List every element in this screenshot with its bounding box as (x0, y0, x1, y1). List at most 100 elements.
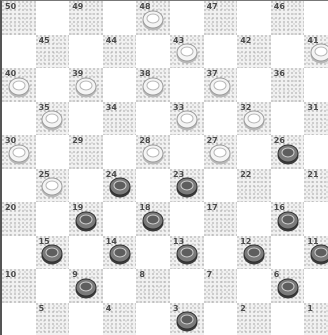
square-number: 50 (5, 2, 16, 12)
board-square[interactable]: 5 (36, 303, 70, 335)
board-square[interactable]: 32 (237, 102, 271, 136)
board-square[interactable]: 29 (69, 135, 103, 169)
board-square[interactable]: 34 (103, 102, 137, 136)
board-square-light (136, 303, 170, 335)
board-square[interactable]: 47 (204, 1, 238, 35)
board-square[interactable]: 50 (2, 1, 36, 35)
board-square[interactable]: 7 (204, 269, 238, 303)
white-piece[interactable] (243, 111, 264, 129)
board-square[interactable]: 36 (271, 68, 305, 102)
black-piece[interactable] (75, 278, 96, 296)
square-number: 8 (139, 270, 145, 280)
board-square[interactable]: 10 (2, 269, 36, 303)
white-piece[interactable] (8, 144, 29, 162)
board-square[interactable]: 13 (170, 236, 204, 270)
board-square-light (2, 236, 36, 270)
black-piece[interactable] (243, 245, 264, 263)
black-piece[interactable] (176, 245, 197, 263)
board-square[interactable]: 18 (136, 202, 170, 236)
black-piece[interactable] (143, 211, 164, 229)
board-square[interactable]: 31 (304, 102, 328, 136)
board-square[interactable]: 24 (103, 169, 137, 203)
square-number: 22 (240, 170, 251, 180)
black-piece[interactable] (277, 211, 298, 229)
board-square[interactable]: 11 (304, 236, 328, 270)
board-square[interactable]: 42 (237, 35, 271, 69)
board-square-light (69, 102, 103, 136)
black-piece[interactable] (42, 245, 63, 263)
white-piece[interactable] (176, 44, 197, 62)
board-square[interactable]: 9 (69, 269, 103, 303)
square-number: 42 (240, 36, 251, 46)
board-square[interactable]: 46 (271, 1, 305, 35)
board-square[interactable]: 17 (204, 202, 238, 236)
board-square[interactable]: 14 (103, 236, 137, 270)
board-square[interactable]: 22 (237, 169, 271, 203)
board-square-light (36, 202, 70, 236)
board-square[interactable]: 19 (69, 202, 103, 236)
board-square[interactable]: 4 (103, 303, 137, 335)
board-square-light (2, 169, 36, 203)
board-square[interactable]: 27 (204, 135, 238, 169)
square-number: 5 (39, 304, 45, 314)
board-square[interactable]: 26 (271, 135, 305, 169)
board-square[interactable]: 16 (271, 202, 305, 236)
white-piece[interactable] (143, 144, 164, 162)
black-piece[interactable] (109, 178, 130, 196)
board-square[interactable]: 12 (237, 236, 271, 270)
square-number: 1 (307, 304, 313, 314)
board-square-light (304, 202, 328, 236)
black-piece[interactable] (277, 144, 298, 162)
white-piece[interactable] (42, 178, 63, 196)
black-piece[interactable] (176, 178, 197, 196)
board-square[interactable]: 25 (36, 169, 70, 203)
board-square[interactable]: 38 (136, 68, 170, 102)
board-square[interactable]: 23 (170, 169, 204, 203)
board-square-light (103, 68, 137, 102)
board-square[interactable]: 1 (304, 303, 328, 335)
black-piece[interactable] (277, 278, 298, 296)
board-square[interactable]: 21 (304, 169, 328, 203)
white-piece[interactable] (210, 77, 231, 95)
board-square[interactable]: 28 (136, 135, 170, 169)
white-piece[interactable] (143, 10, 164, 28)
black-piece[interactable] (75, 211, 96, 229)
board-square[interactable]: 48 (136, 1, 170, 35)
board-square-light (69, 236, 103, 270)
white-piece[interactable] (210, 144, 231, 162)
white-piece[interactable] (176, 111, 197, 129)
board-square-light (204, 303, 238, 335)
board-square[interactable]: 3 (170, 303, 204, 335)
board-square[interactable]: 41 (304, 35, 328, 69)
board-square[interactable]: 40 (2, 68, 36, 102)
board-square[interactable]: 20 (2, 202, 36, 236)
board-square[interactable]: 30 (2, 135, 36, 169)
black-piece[interactable] (109, 245, 130, 263)
board-square[interactable]: 43 (170, 35, 204, 69)
white-piece[interactable] (143, 77, 164, 95)
white-piece[interactable] (42, 111, 63, 129)
board-square[interactable]: 39 (69, 68, 103, 102)
black-piece[interactable] (176, 312, 197, 330)
square-number: 34 (106, 103, 117, 113)
board-square[interactable]: 6 (271, 269, 305, 303)
black-piece[interactable] (311, 245, 328, 263)
board-square-light (170, 202, 204, 236)
board-square[interactable]: 45 (36, 35, 70, 69)
board-square-light (237, 202, 271, 236)
board-square[interactable]: 44 (103, 35, 137, 69)
board-square[interactable]: 49 (69, 1, 103, 35)
board-square[interactable]: 2 (237, 303, 271, 335)
square-number: 10 (5, 270, 16, 280)
white-piece[interactable] (8, 77, 29, 95)
white-piece[interactable] (311, 44, 328, 62)
board-square[interactable]: 8 (136, 269, 170, 303)
board-square[interactable]: 15 (36, 236, 70, 270)
board-square-light (170, 269, 204, 303)
board-square-light (271, 303, 305, 335)
white-piece[interactable] (75, 77, 96, 95)
board-square[interactable]: 35 (36, 102, 70, 136)
board-square[interactable]: 33 (170, 102, 204, 136)
board-square-light (204, 169, 238, 203)
board-square[interactable]: 37 (204, 68, 238, 102)
